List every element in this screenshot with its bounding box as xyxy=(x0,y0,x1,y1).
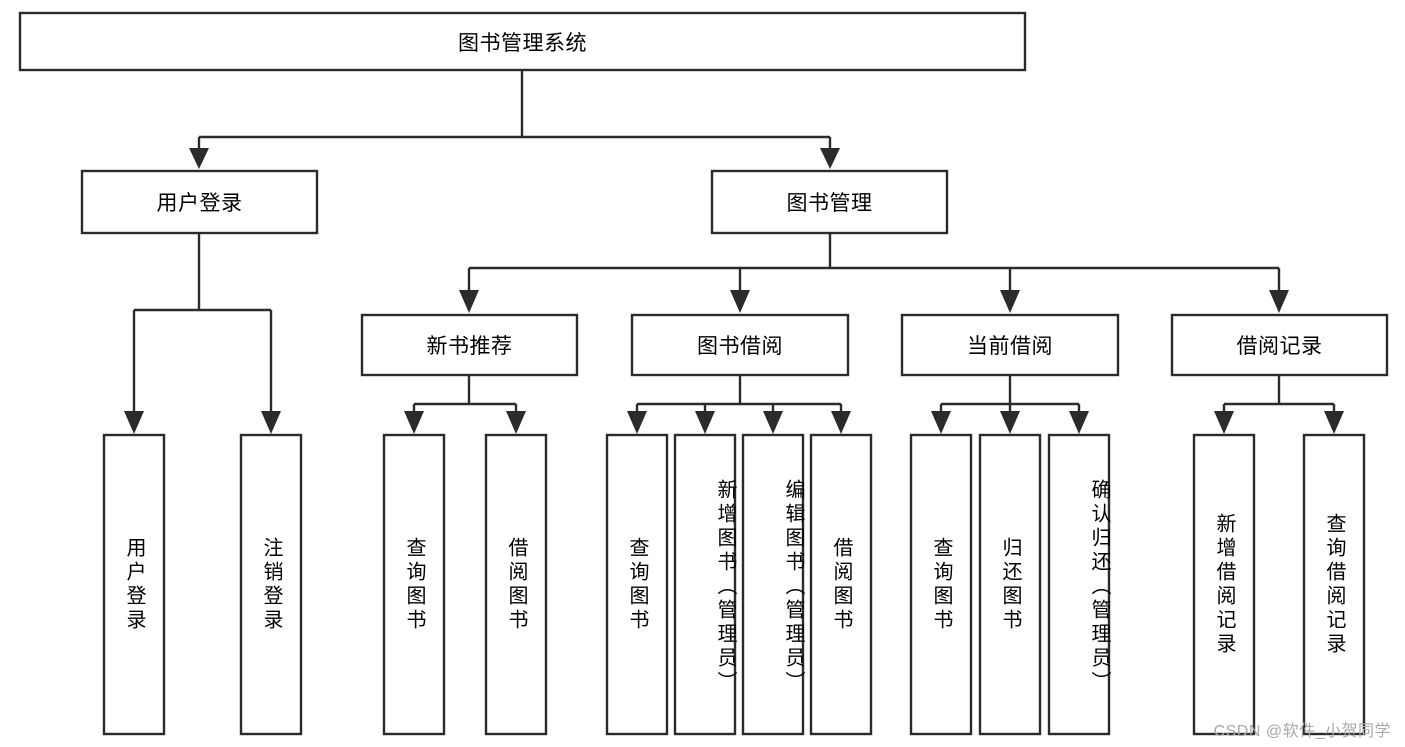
node-root-box[interactable] xyxy=(18,11,1027,72)
node-current-borrow-box[interactable] xyxy=(900,313,1120,377)
arrowhead-borrowrecord-leaf-2 xyxy=(1324,411,1344,434)
leaf-box-newbook-query[interactable] xyxy=(382,433,446,736)
leaf-box-newbook-borrow[interactable] xyxy=(484,433,548,736)
leaf-box-currentborrow-return[interactable] xyxy=(978,433,1042,736)
leaf-box-currentborrow-query[interactable] xyxy=(909,433,973,736)
leaf-box-borrowrecord-add[interactable] xyxy=(1192,433,1256,736)
node-borrow-record-box[interactable] xyxy=(1170,313,1389,377)
leaf-box-borrowrecord-query[interactable] xyxy=(1302,433,1366,736)
arrowhead-leaf-user-login xyxy=(124,411,144,434)
arrowhead-currentborrow-leaf-1 xyxy=(931,411,951,434)
watermark-text: CSDN @软件_小贺同学 xyxy=(1213,723,1391,740)
arrowhead-book-borrow xyxy=(730,290,750,313)
arrowhead-bookborrow-leaf-4 xyxy=(831,411,851,434)
node-book-management-box[interactable] xyxy=(710,169,949,235)
arrowhead-newbook-leaf-1 xyxy=(404,411,424,434)
leaf-box-user-login[interactable] xyxy=(102,433,166,736)
node-new-book-box[interactable] xyxy=(360,313,579,377)
arrowhead-newbook-leaf-2 xyxy=(506,411,526,434)
arrowhead-borrow-record xyxy=(1269,290,1289,313)
leaf-box-currentborrow-confirm[interactable] xyxy=(1047,433,1111,736)
arrowhead-bookborrow-leaf-2 xyxy=(695,411,715,434)
leaf-box-logout[interactable] xyxy=(239,433,303,736)
leaf-box-bookborrow-edit[interactable] xyxy=(741,433,805,736)
leaf-box-bookborrow-query[interactable] xyxy=(605,433,669,736)
arrowhead-leaf-logout xyxy=(261,411,281,434)
arrowhead-currentborrow-leaf-2 xyxy=(1000,411,1020,434)
node-book-borrow-box[interactable] xyxy=(630,313,850,377)
leaf-box-bookborrow-borrow[interactable] xyxy=(809,433,873,736)
arrowhead-currentborrow-leaf-3 xyxy=(1069,411,1089,434)
node-user-login-box[interactable] xyxy=(80,169,319,235)
arrowhead-user-login xyxy=(189,148,209,169)
arrowhead-current-borrow xyxy=(1000,290,1020,313)
arrowhead-bookborrow-leaf-1 xyxy=(627,411,647,434)
leaf-box-bookborrow-add[interactable] xyxy=(673,433,737,736)
arrowhead-book-mgmt xyxy=(820,148,840,169)
arrowhead-new-book xyxy=(459,290,479,313)
arrowhead-borrowrecord-leaf-1 xyxy=(1214,411,1234,434)
arrowhead-bookborrow-leaf-3 xyxy=(763,411,783,434)
